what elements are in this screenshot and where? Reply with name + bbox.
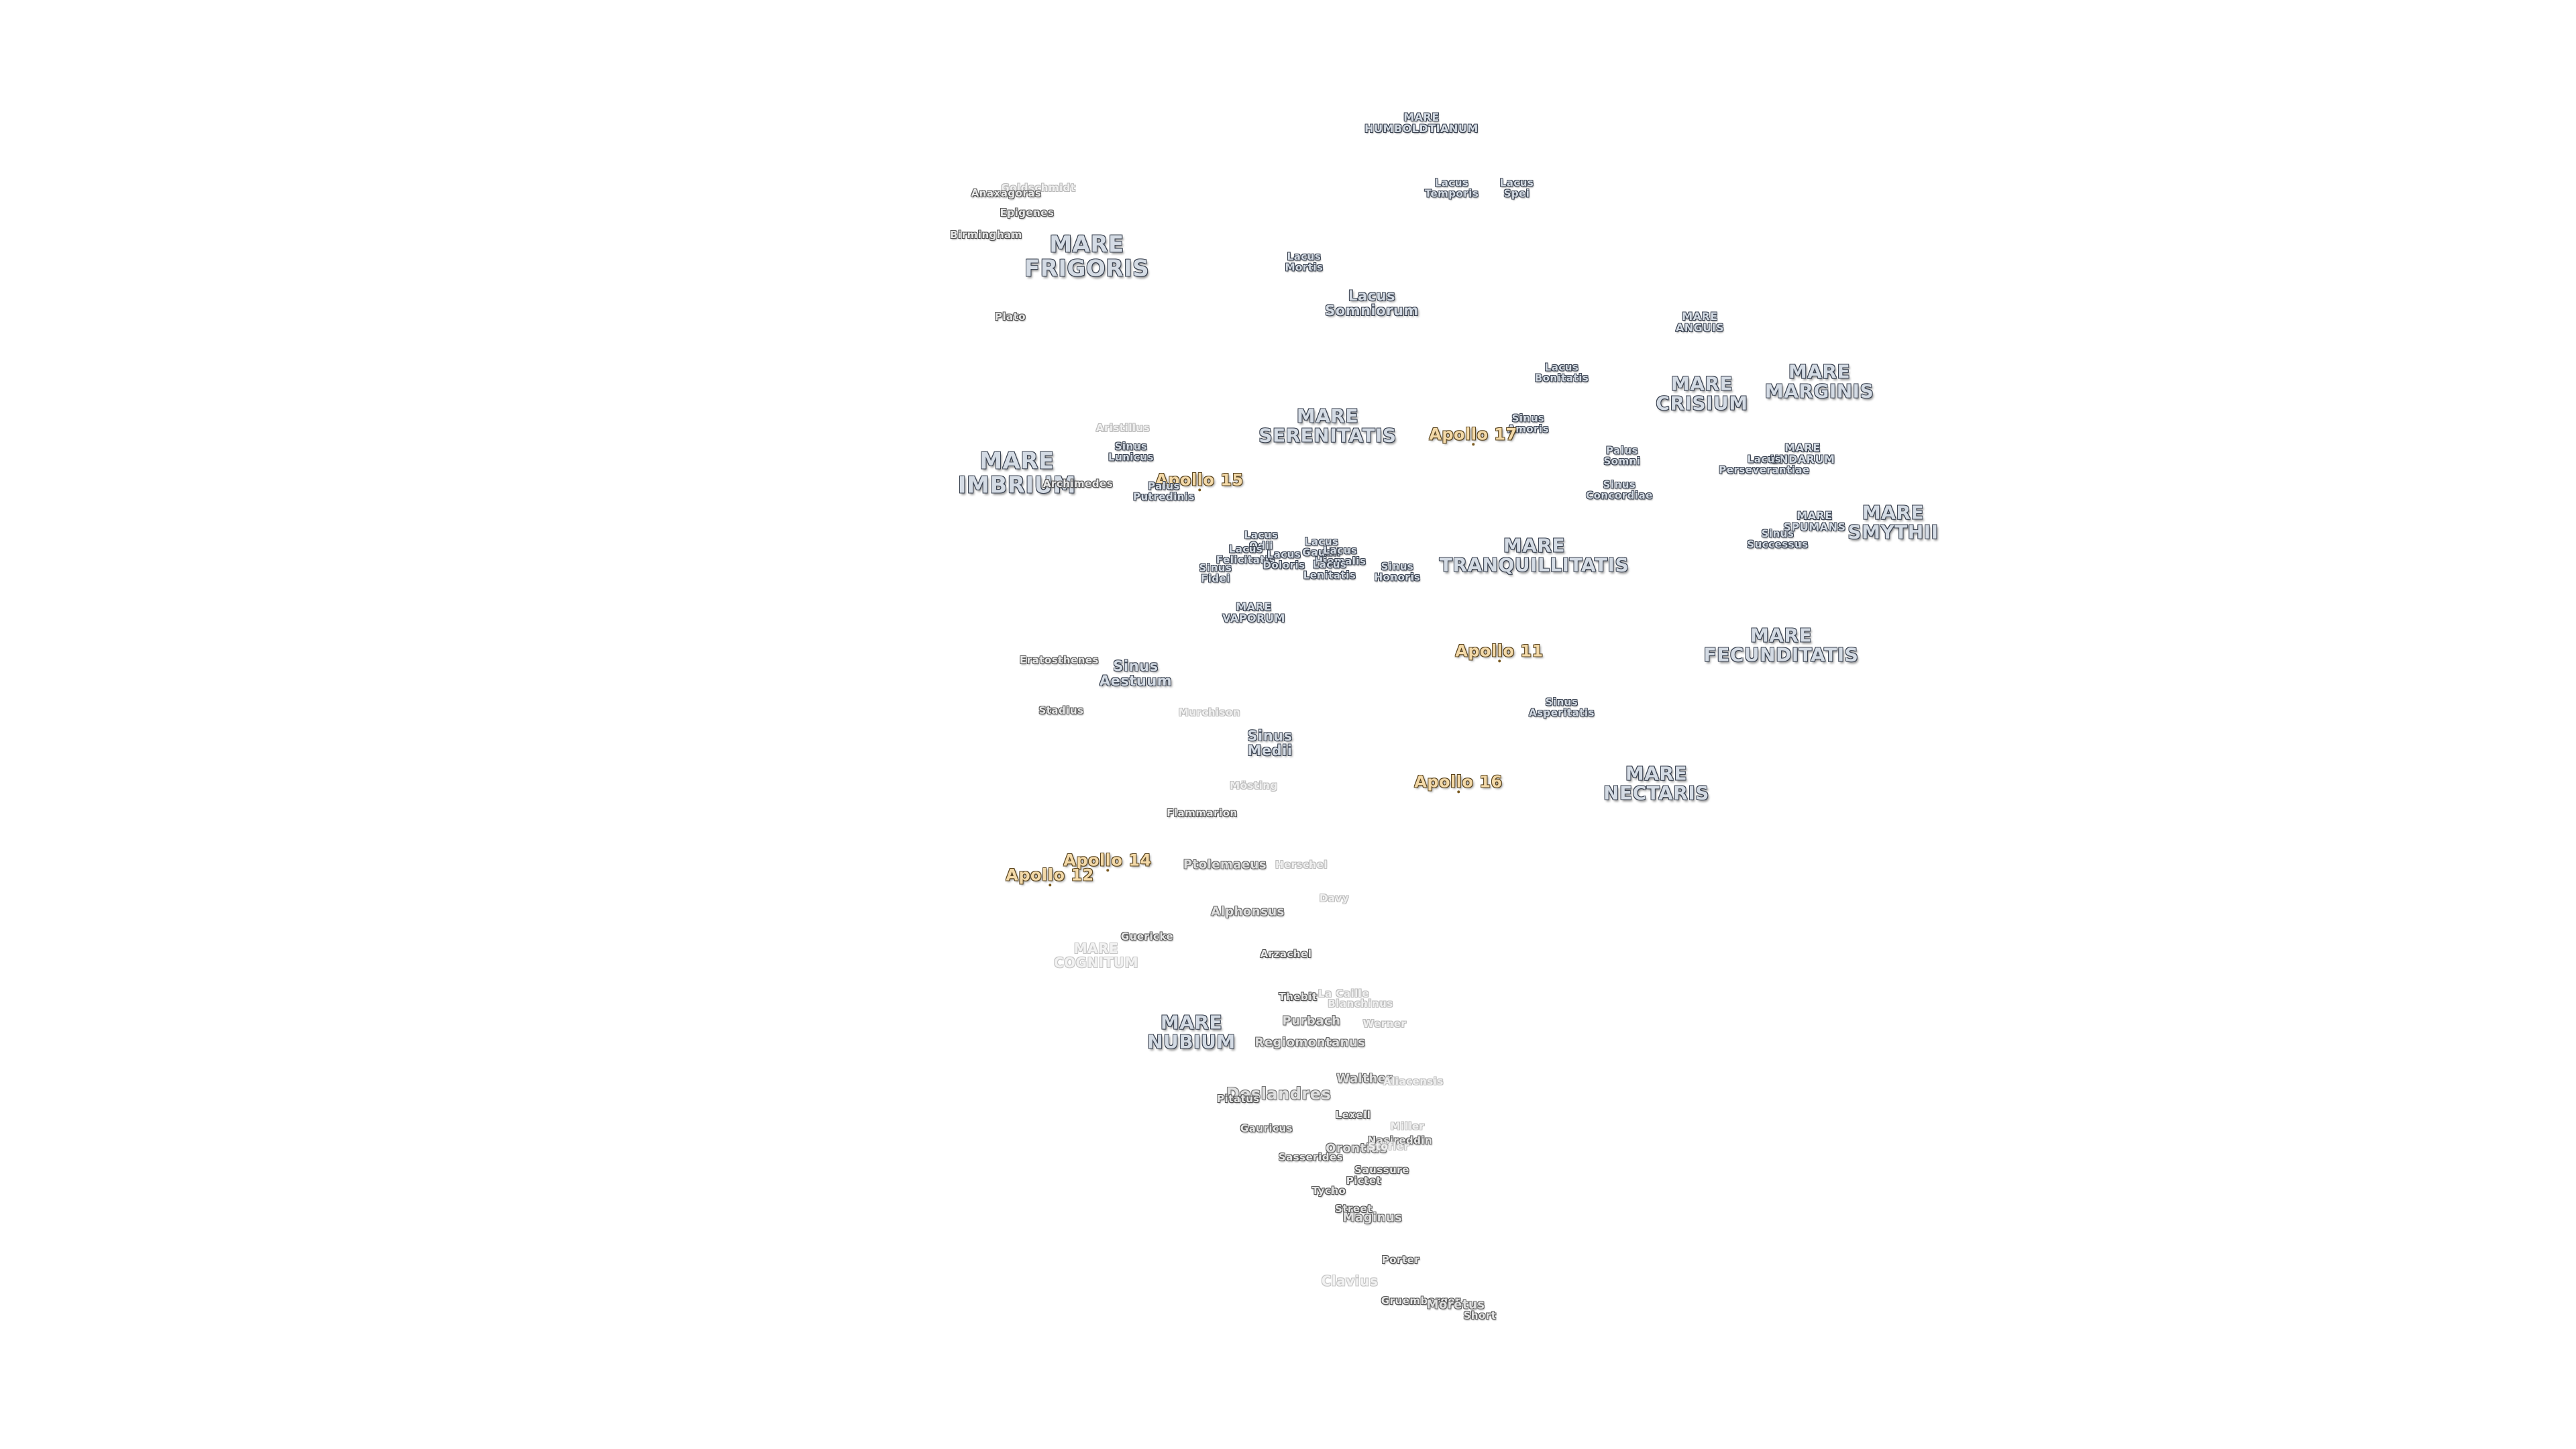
label-pictet: Pictet	[1346, 1175, 1382, 1187]
label-mosting: Mösting	[1230, 780, 1278, 792]
label-anaxagoras: Anaxagoras	[971, 187, 1042, 200]
label-apollo-11: Apollo 11	[1455, 641, 1544, 663]
label-flammarion: Flammarion	[1167, 807, 1238, 820]
label-lacus-felicitatis: Lacus Felicitatis	[1216, 543, 1276, 566]
label-davy: Davy	[1319, 892, 1350, 905]
label-nasireddin: Nasireddin	[1367, 1134, 1433, 1147]
label-sinus-concordiae: Sinus Concordiae	[1586, 478, 1653, 501]
label-stadius: Stadius	[1038, 704, 1084, 717]
label-werner: Werner	[1362, 1018, 1407, 1030]
label-palus-somni: Palus Somni	[1603, 444, 1641, 467]
label-thebit: Thebit	[1279, 991, 1318, 1004]
label-mare-imbrium: MARE IMBRIUM	[957, 447, 1077, 498]
label-regiomontanus: Regiomontanus	[1254, 1035, 1366, 1050]
label-mare-cognitum: MARE COGNITUM	[1053, 941, 1139, 971]
label-palus-putredinis: Palus Putredinis	[1132, 480, 1195, 502]
label-miller: Miller	[1390, 1120, 1425, 1133]
label-sinus-honoris: Sinus Honoris	[1374, 560, 1421, 583]
label-lacus-bonitatis: Lacus Bonitatis	[1534, 361, 1589, 384]
label-mare-tranquillitatis: MARE TRANQUILLITATIS	[1439, 534, 1629, 576]
label-alphonsus: Alphonsus	[1211, 904, 1285, 919]
label-sasserides: Sasserides	[1278, 1151, 1344, 1164]
label-walther: Walther	[1336, 1071, 1393, 1086]
label-sinus-medii: Sinus Medii	[1247, 727, 1293, 759]
label-lacus-gaudii: Lacus Gaudii	[1302, 535, 1341, 558]
label-maginus: Maginus	[1342, 1210, 1403, 1225]
label-saussure: Saussure	[1354, 1164, 1409, 1177]
label-lacus-temporis: Lacus Temporis	[1424, 176, 1479, 199]
label-deslandres: Deslandres	[1226, 1084, 1332, 1104]
label-lacus-somniorum: Lacus Somniorum	[1325, 287, 1419, 319]
label-stofler: Stöfler	[1368, 1140, 1409, 1153]
label-birmingham: Birmingham	[950, 229, 1022, 241]
label-herschel: Herschel	[1275, 859, 1328, 871]
label-murchison: Murchison	[1178, 706, 1241, 719]
label-mare-undarum: MARE UNDARUM	[1770, 441, 1835, 466]
label-ptolemaeus: Ptolemaeus	[1183, 857, 1267, 872]
label-sinus-successus: Sinus Successus	[1747, 527, 1809, 550]
label-sinus-fidei: Sinus Fidei	[1199, 561, 1232, 584]
label-lacus-doloris: Lacus Doloris	[1263, 548, 1305, 571]
label-plato: Plato	[994, 311, 1026, 323]
label-clavius: Clavius	[1321, 1273, 1379, 1289]
label-lacus-odii: Lacus Odii	[1244, 529, 1279, 551]
label-lacus-mortis: Lacus Mortis	[1285, 250, 1324, 273]
label-la-caille: La Caille	[1318, 987, 1370, 1000]
label-sinus-amoris: Sinus Amoris	[1507, 412, 1550, 435]
label-moretus: Moretus	[1426, 1297, 1485, 1312]
label-arzachel: Arzachel	[1260, 948, 1312, 961]
label-blanchinus: Blanchinus	[1328, 998, 1393, 1010]
label-apollo-15: Apollo 15	[1155, 470, 1244, 492]
label-orontius: Orontius	[1326, 1141, 1387, 1156]
label-mare-marginis: MARE MARGINIS	[1764, 360, 1874, 402]
label-lacus-hiemalis: Lacus Hiemalis	[1314, 544, 1366, 567]
label-short: Short	[1463, 1309, 1497, 1322]
label-apollo-17: Apollo 17	[1429, 425, 1517, 446]
label-archimedes: Archimedes	[1042, 478, 1114, 490]
label-sinus-lunicus: Sinus Lunicus	[1108, 440, 1155, 463]
label-mare-nectaris: MARE NECTARIS	[1603, 762, 1709, 804]
label-pitatus: Pitatus	[1217, 1093, 1260, 1106]
label-mare-smythii: MARE SMYTHII	[1847, 501, 1939, 543]
label-mare-frigoris: MARE FRIGORIS	[1024, 231, 1150, 282]
label-lacus-lenitatis: Lacus Lenitatis	[1303, 558, 1356, 581]
label-mare-vaporum: MARE VAPORUM	[1222, 600, 1285, 625]
label-gauricus: Gauricus	[1240, 1122, 1293, 1135]
label-street: Street	[1335, 1203, 1373, 1216]
label-mare-serenitatis: MARE SERENITATIS	[1258, 405, 1397, 447]
label-porter: Porter	[1381, 1254, 1420, 1267]
label-lacus-spei: Lacus Spei	[1499, 176, 1534, 199]
label-mare-spumans: MARE SPUMANS	[1783, 509, 1846, 533]
label-aliacensis: Aliacensis	[1383, 1075, 1444, 1088]
label-mare-nubium: MARE NUBIUM	[1147, 1011, 1236, 1053]
label-tycho: Tycho	[1311, 1185, 1346, 1197]
label-guericke: Guericke	[1120, 930, 1174, 943]
label-mare-crisium: MARE CRISIUM	[1656, 372, 1748, 415]
label-apollo-12: Apollo 12	[1006, 865, 1094, 887]
label-goldschmidt: Goldschmidt	[1001, 182, 1076, 195]
label-lexell: Lexell	[1335, 1109, 1371, 1122]
label-sinus-asperitatis: Sinus Asperitatis	[1528, 696, 1595, 718]
label-apollo-14: Apollo 14	[1063, 851, 1152, 872]
label-eratosthenes: Eratosthenes	[1020, 654, 1099, 667]
label-purbach: Purbach	[1282, 1014, 1341, 1028]
label-lacus-perseverantiae: Lacus Perseverantiae	[1719, 453, 1810, 476]
label-aristillus: Aristillus	[1095, 422, 1150, 435]
label-mare-fecunditatis: MARE FECUNDITATIS	[1703, 624, 1859, 666]
label-mare-humboldtianum: MARE HUMBOLDTIANUM	[1364, 111, 1479, 135]
label-sinus-aestuum: Sinus Aestuum	[1099, 657, 1173, 689]
label-mare-anguis: MARE ANGUIS	[1675, 310, 1725, 334]
label-apollo-16: Apollo 16	[1414, 772, 1503, 794]
label-gruemberger: Gruemberger	[1381, 1295, 1461, 1307]
label-epigenes: Epigenes	[1000, 207, 1055, 219]
